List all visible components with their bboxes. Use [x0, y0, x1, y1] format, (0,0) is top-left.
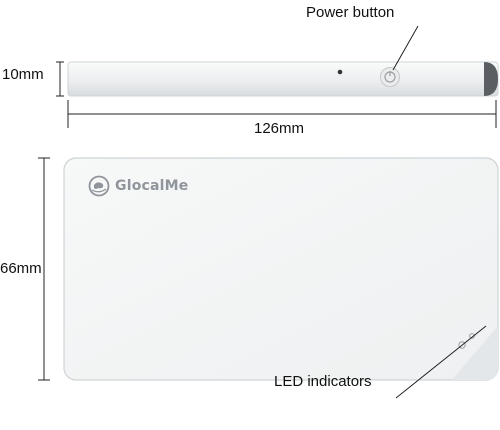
brand-name: GlocalMe — [115, 178, 189, 194]
power-button-icon[interactable] — [380, 67, 400, 87]
device-front-view — [63, 157, 499, 399]
thickness-label: 10mm — [2, 66, 44, 83]
power-button-leader — [392, 25, 419, 71]
length-label: 126mm — [254, 120, 305, 137]
thickness-dimension — [56, 61, 64, 97]
led-indicator-icon — [458, 333, 475, 349]
globe-logo-icon — [88, 175, 110, 197]
pinhole-icon — [337, 69, 343, 75]
led-indicators-callout: LED indicators — [274, 373, 372, 390]
width-label: 66mm — [0, 260, 42, 277]
power-button-callout: Power button — [306, 4, 395, 21]
width-dimension — [38, 157, 50, 381]
led-leader — [395, 325, 487, 399]
length-dimension — [67, 100, 497, 128]
device-side-view — [67, 25, 499, 97]
brand-logo: GlocalMe — [88, 175, 188, 197]
